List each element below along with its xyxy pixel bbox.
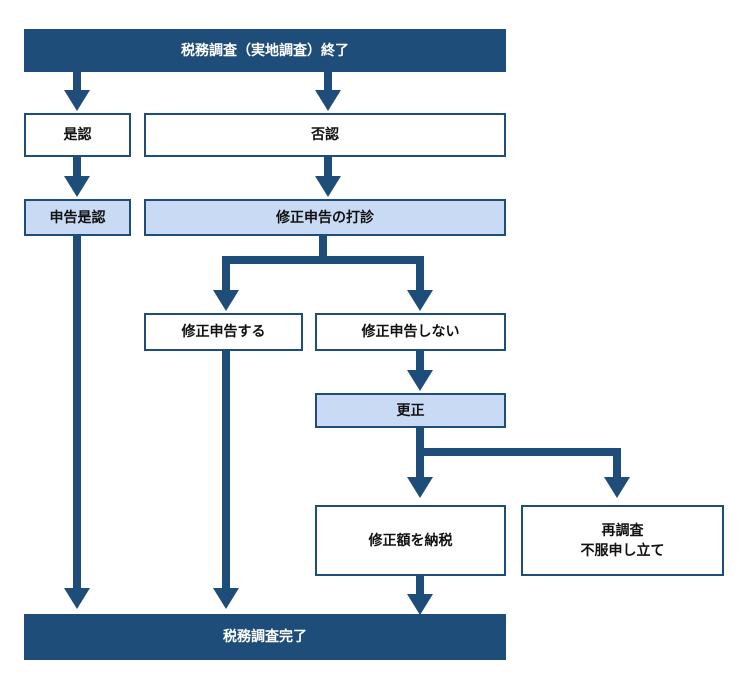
node-appeal-label-line1: 再調査 (601, 522, 644, 539)
node-correction-label: 更正 (396, 402, 425, 419)
arrowhead-pay (407, 477, 433, 498)
node-disagree-label: 否認 (311, 127, 339, 143)
arrowhead-amend-no (407, 290, 433, 311)
node-end-label: 税務調査完了 (223, 629, 307, 645)
node-pay: 修正額を納税 (315, 505, 506, 576)
arrowhead-end-middle (213, 588, 239, 609)
node-agree-label: 是認 (63, 127, 92, 143)
node-start-label: 税務調査（実地調査）終了 (181, 42, 349, 59)
arrowhead-correction (407, 370, 433, 391)
node-amend-no: 修正申告しない (315, 313, 506, 351)
node-end: 税務調査完了 (24, 614, 506, 660)
node-disagree: 否認 (144, 113, 506, 157)
node-appeal-label-line2: 不服申し立て (580, 542, 665, 559)
node-start: 税務調査（実地調査）終了 (24, 29, 506, 72)
arrowhead-disagree (315, 90, 341, 111)
node-amend-yes-label: 修正申告する (181, 324, 266, 340)
arrowhead-end-right (407, 594, 433, 615)
arrowhead-notice (64, 176, 90, 197)
arrowhead-amend-yes (213, 290, 239, 311)
arrowhead-end-left (64, 588, 90, 609)
node-appeal: 再調査 不服申し立て (521, 505, 724, 576)
node-amend-yes: 修正申告する (144, 313, 303, 351)
node-amend-no-label: 修正申告しない (361, 324, 460, 340)
node-amend-advice-label: 修正申告の打診 (276, 209, 374, 226)
node-amend-advice: 修正申告の打診 (144, 199, 506, 236)
connector-advice-branch (222, 256, 424, 292)
node-agree: 是認 (24, 113, 131, 157)
arrowhead-appeal (604, 477, 630, 498)
node-correction: 更正 (315, 393, 506, 428)
arrowhead-advice (315, 176, 341, 197)
arrowhead-agree (64, 90, 90, 111)
node-pay-label: 修正額を納税 (368, 532, 453, 549)
connector-correction-to-appeal (420, 448, 621, 480)
node-agree-notice-label: 申告是認 (49, 209, 106, 226)
node-agree-notice: 申告是認 (24, 199, 131, 236)
